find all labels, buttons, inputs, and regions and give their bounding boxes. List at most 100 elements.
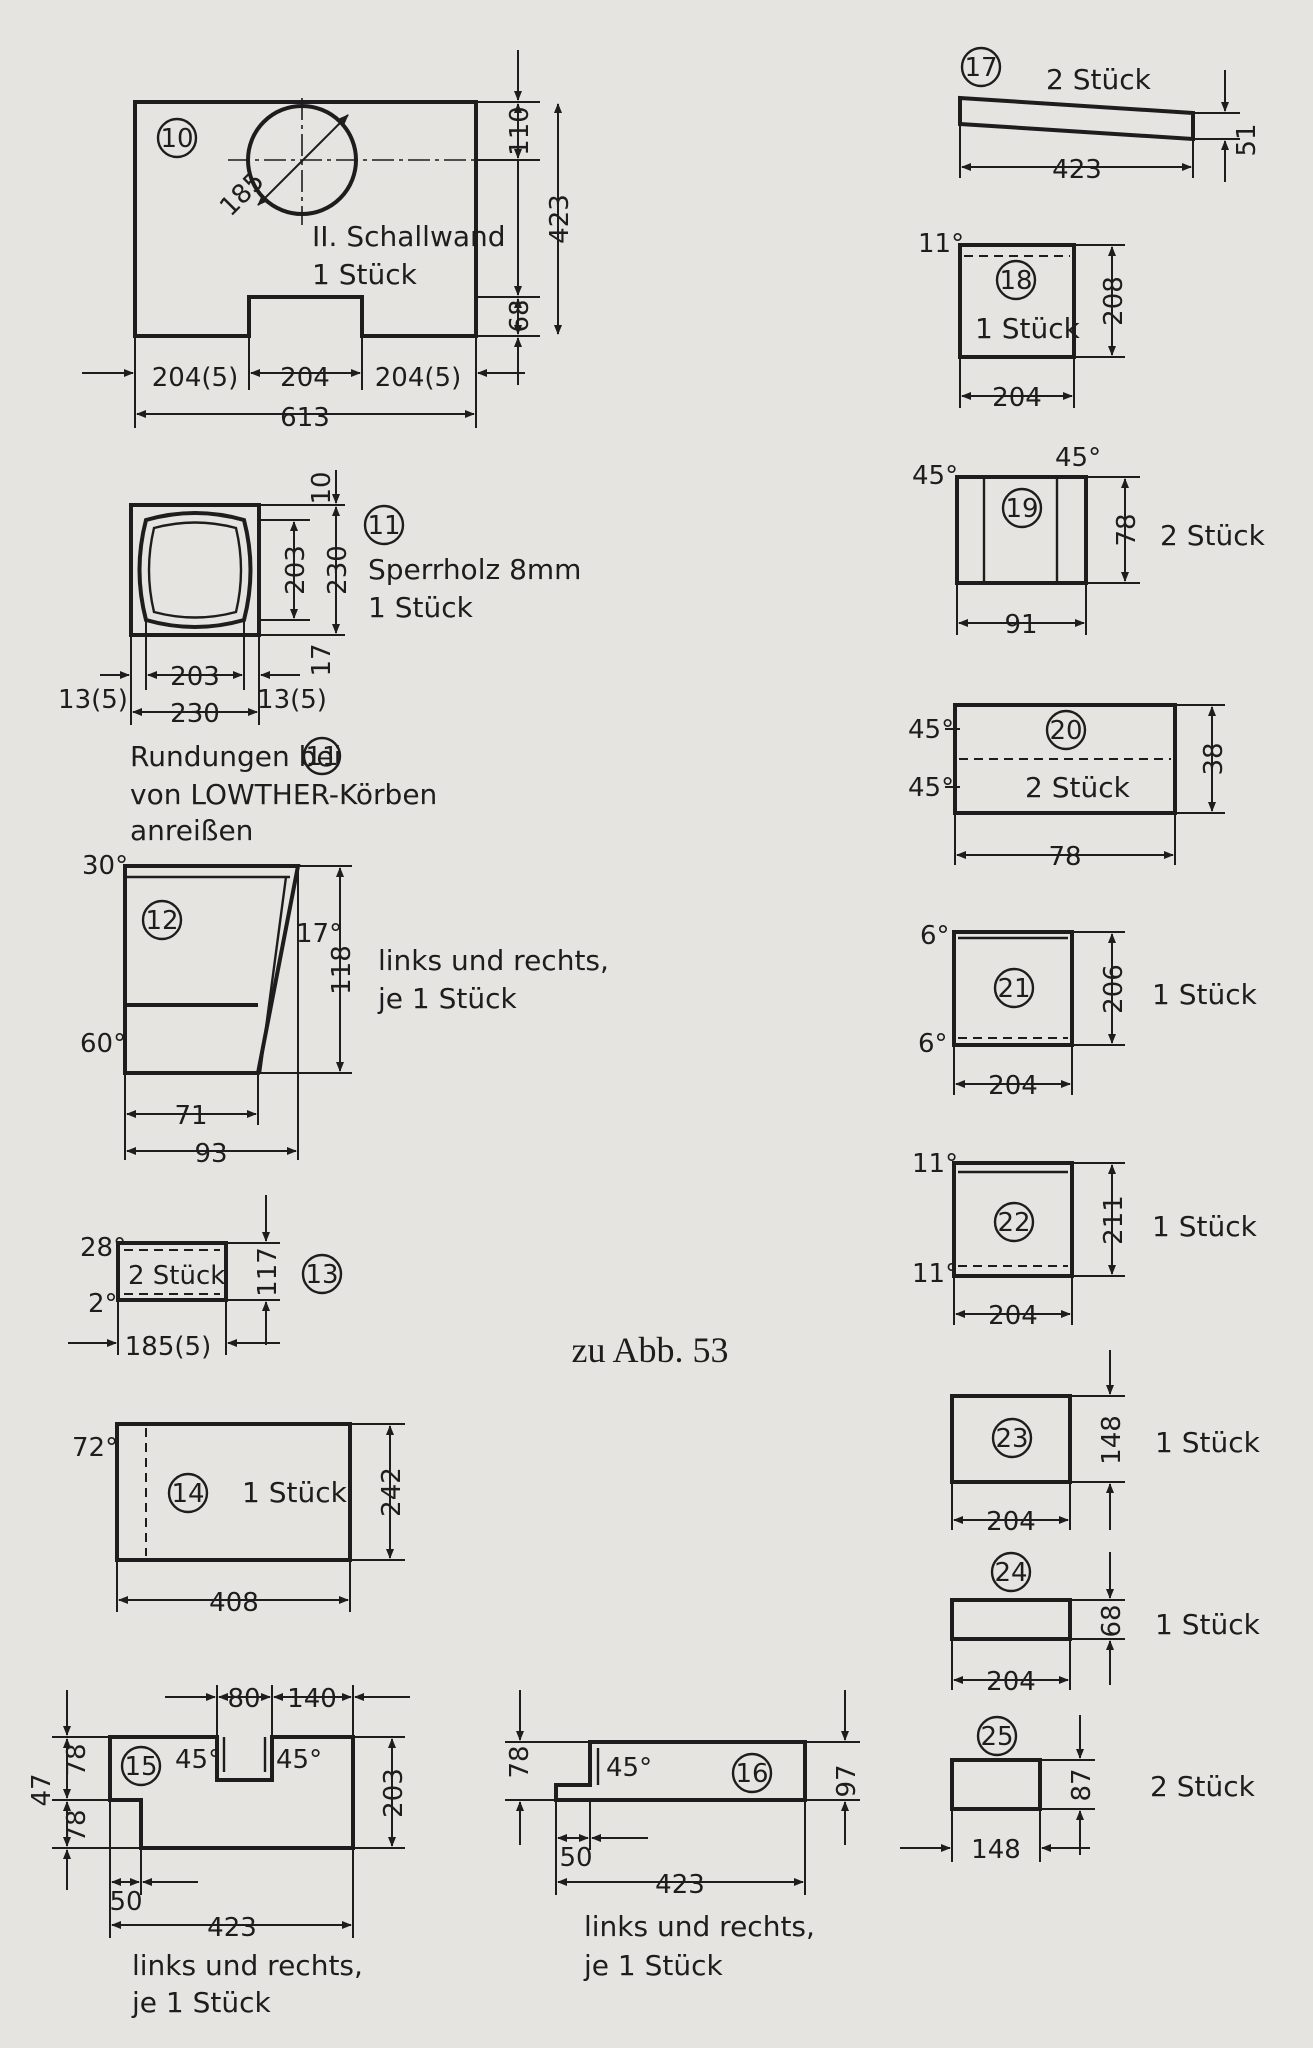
angle-label: 45° bbox=[175, 1745, 221, 1775]
dimension-label: 38 bbox=[1199, 742, 1229, 775]
dimension-label: 68 bbox=[505, 299, 535, 332]
part-14: 72° 14 1 Stück 242 408 bbox=[72, 1422, 407, 1618]
dimension-label: 203 bbox=[281, 545, 311, 595]
dimension-label: 80 bbox=[227, 1684, 260, 1714]
dimension-label: 613 bbox=[280, 403, 330, 433]
dimension-label: 203 bbox=[379, 1768, 409, 1818]
part-number: 14 bbox=[171, 1479, 204, 1509]
part-number: 12 bbox=[145, 906, 178, 936]
angle-label: 6° bbox=[918, 1029, 948, 1059]
dimension-label: 78 bbox=[1112, 513, 1142, 546]
part-number: 22 bbox=[997, 1208, 1030, 1238]
part-quantity: 2 Stück bbox=[128, 1261, 225, 1291]
angle-label: 45° bbox=[912, 461, 958, 491]
angle-label: 28° bbox=[80, 1233, 126, 1263]
dimension-label: 13(5) bbox=[257, 685, 327, 715]
dimension-label: 204 bbox=[986, 1667, 1036, 1697]
dimension-label: 408 bbox=[209, 1588, 259, 1618]
part-label: links und rechts, bbox=[378, 944, 609, 977]
part-15: 15 45° 45° 80 140 78 47 78 203 bbox=[27, 1684, 410, 2019]
note-part-number: 11 bbox=[305, 742, 338, 772]
part-number: 24 bbox=[994, 1558, 1027, 1588]
angle-label: 11° bbox=[912, 1259, 958, 1289]
part-quantity: je 1 Stück bbox=[377, 982, 518, 1015]
part-11: 10 203 230 17 11 Sperrholz 8mm 1 Stück 2… bbox=[58, 470, 581, 847]
angle-label: 72° bbox=[72, 1433, 118, 1463]
note-text: von LOWTHER-Körben bbox=[130, 778, 437, 811]
part-17: 17 2 Stück 51 423 bbox=[958, 46, 1262, 185]
dimension-label: 148 bbox=[971, 1835, 1021, 1865]
angle-label: 45° bbox=[1055, 443, 1101, 473]
dimension-label: 208 bbox=[1099, 276, 1129, 326]
dimension-label: 97 bbox=[832, 1764, 862, 1797]
part-label: links und rechts, bbox=[132, 1949, 363, 1982]
angle-label: 17° bbox=[296, 919, 342, 949]
part-18: 11° 18 1 Stück 208 204 bbox=[918, 229, 1129, 413]
dimension-label: 185(5) bbox=[125, 1332, 211, 1362]
part-quantity: 1 Stück bbox=[312, 258, 418, 291]
angle-label: 45° bbox=[276, 1745, 322, 1775]
part-16: 45° 16 78 97 50 423 links und rechts, je… bbox=[505, 1690, 862, 1982]
part-number: 16 bbox=[735, 1759, 768, 1789]
angle-label: 60° bbox=[80, 1029, 126, 1059]
dimension-label: 10 bbox=[307, 471, 337, 504]
part-quantity: 1 Stück bbox=[1155, 1608, 1261, 1641]
part-quantity: 1 Stück bbox=[1155, 1426, 1261, 1459]
part-10: 10 185 II. Schallwand 1 Stück 110 423 68… bbox=[82, 50, 575, 433]
part-quantity: je 1 Stück bbox=[131, 1986, 272, 2019]
part-quantity: je 1 Stück bbox=[583, 1949, 724, 1982]
part-20: 45° 45° 20 2 Stück 38 78 bbox=[908, 703, 1229, 872]
part-number: 19 bbox=[1005, 494, 1038, 524]
part-number: 18 bbox=[999, 266, 1032, 296]
dimension-label: 230 bbox=[170, 699, 220, 729]
dimension-label: 78 bbox=[1048, 842, 1081, 872]
part-number: 21 bbox=[997, 974, 1030, 1004]
dimension-label: 423 bbox=[655, 1870, 705, 1900]
dimension-label: 423 bbox=[1052, 155, 1102, 185]
figure-caption: zu Abb. 53 bbox=[572, 1330, 729, 1370]
part-quantity: 1 Stück bbox=[1152, 1210, 1258, 1243]
part-25: 25 87 2 Stück 148 bbox=[900, 1715, 1256, 1865]
dimension-label: 71 bbox=[174, 1101, 207, 1131]
part-label: links und rechts, bbox=[584, 1910, 815, 1943]
dimension-label: 118 bbox=[327, 945, 357, 995]
part-quantity: 1 Stück bbox=[1152, 978, 1258, 1011]
part-21: 6° 6° 21 206 1 Stück 204 bbox=[918, 921, 1258, 1101]
dimension-label: 17 bbox=[307, 643, 337, 676]
dimension-label: 110 bbox=[505, 106, 535, 156]
part-quantity: 1 Stück bbox=[368, 591, 474, 624]
dimension-label: 230 bbox=[323, 545, 353, 595]
angle-label: 30° bbox=[82, 851, 128, 881]
part-quantity: 2 Stück bbox=[1150, 1770, 1256, 1803]
dimension-label: 91 bbox=[1004, 610, 1037, 640]
part-number: 17 bbox=[964, 53, 997, 83]
dimension-label: 204 bbox=[988, 1301, 1038, 1331]
part-number: 23 bbox=[995, 1424, 1028, 1454]
part-24: 24 68 1 Stück 204 bbox=[950, 1551, 1261, 1697]
dimension-label: 50 bbox=[109, 1887, 142, 1917]
part-label: II. Schallwand bbox=[312, 220, 506, 253]
part-number: 10 bbox=[160, 124, 193, 154]
dimension-label: 117 bbox=[253, 1247, 283, 1297]
dimension-label: 211 bbox=[1099, 1195, 1129, 1245]
part-23: 23 148 1 Stück 204 bbox=[950, 1350, 1261, 1537]
part-quantity: 2 Stück bbox=[1160, 519, 1266, 552]
dimension-label: 423 bbox=[545, 194, 575, 244]
part-quantity: 2 Stück bbox=[1046, 63, 1152, 96]
part-number: 20 bbox=[1049, 716, 1082, 746]
dimension-label: 140 bbox=[287, 1684, 337, 1714]
dimension-label: 78 bbox=[62, 1809, 92, 1842]
dimension-label: 13(5) bbox=[58, 685, 128, 715]
dimension-label: 50 bbox=[559, 1843, 592, 1873]
part-19: 45° 45° 19 78 2 Stück 91 bbox=[912, 443, 1266, 640]
part-number: 25 bbox=[980, 1722, 1013, 1752]
angle-label: 45° bbox=[606, 1753, 652, 1783]
dimension-label: 204(5) bbox=[152, 363, 238, 393]
part-number: 11 bbox=[367, 511, 400, 541]
dimension-label: 93 bbox=[194, 1139, 227, 1169]
angle-label: 2° bbox=[88, 1289, 118, 1319]
part-12: 12 30° 17° 60° 118 links und rechts, je … bbox=[80, 851, 609, 1169]
dimension-label: 204 bbox=[988, 1071, 1038, 1101]
dimension-label: 206 bbox=[1099, 964, 1129, 1014]
